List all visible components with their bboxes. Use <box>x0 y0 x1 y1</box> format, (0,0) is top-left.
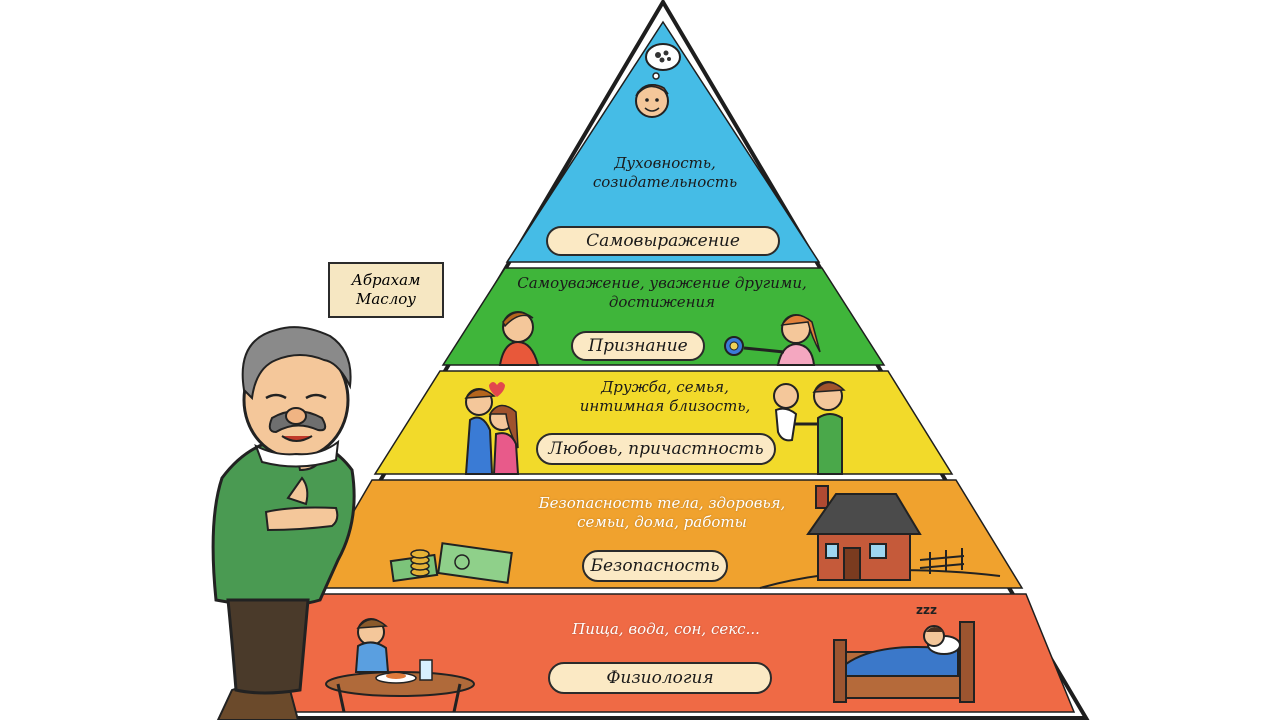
level-4-description: Безопасность тела, здоровья, семьи, дома… <box>512 494 812 532</box>
maslow-figure-illustration <box>211 326 356 720</box>
thinking-boy-illustration <box>635 43 681 118</box>
author-last-name: Маслоу <box>356 290 416 308</box>
esteem-children-illustration <box>498 311 821 366</box>
level-4-description-line: Безопасность тела, здоровья, <box>538 494 786 512</box>
level-2-description: Самоуважение, уважение другими, достижен… <box>512 274 812 312</box>
level-2-description-line: достижения <box>608 292 716 311</box>
level-5-label: Физиология <box>548 662 772 694</box>
sleeping-boy-illustration: zzz <box>833 603 975 703</box>
band-love <box>373 370 954 475</box>
author-name-card: Абрахам Маслоу <box>328 262 444 318</box>
level-2-description-line: Самоуважение, уважение другими, <box>517 274 807 292</box>
level-3-description-line: Дружба, семья, <box>601 378 729 396</box>
band-esteem <box>441 267 886 366</box>
eating-boy-illustration <box>325 618 475 713</box>
author-first-name: Абрахам <box>351 270 421 289</box>
love-family-illustration <box>464 381 846 475</box>
level-5-description: Пища, вода, сон, секс... <box>556 620 776 639</box>
level-3-description-line: интимная близость, <box>579 396 751 415</box>
level-1-label: Самовыражение <box>546 226 780 256</box>
safety-house-illustration <box>759 485 1001 589</box>
safety-money-illustration <box>389 542 513 584</box>
level-3-description: Дружба, семья, интимная близость, <box>560 378 770 416</box>
level-5-description-line: Пища, вода, сон, секс... <box>572 620 760 638</box>
sleep-zzz: zzz <box>916 603 937 617</box>
band-self-actualization <box>505 20 821 263</box>
level-4-description-line: семьи, дома, работы <box>577 512 747 531</box>
level-4-label: Безопасность <box>582 550 728 582</box>
level-2-label: Признание <box>571 331 705 361</box>
level-1-description-line: созидательность <box>592 172 738 191</box>
level-1-description: Духовность, созидательность <box>560 154 770 192</box>
level-1-description-line: Духовность, <box>614 154 716 172</box>
level-3-label: Любовь, причастность <box>536 433 776 465</box>
